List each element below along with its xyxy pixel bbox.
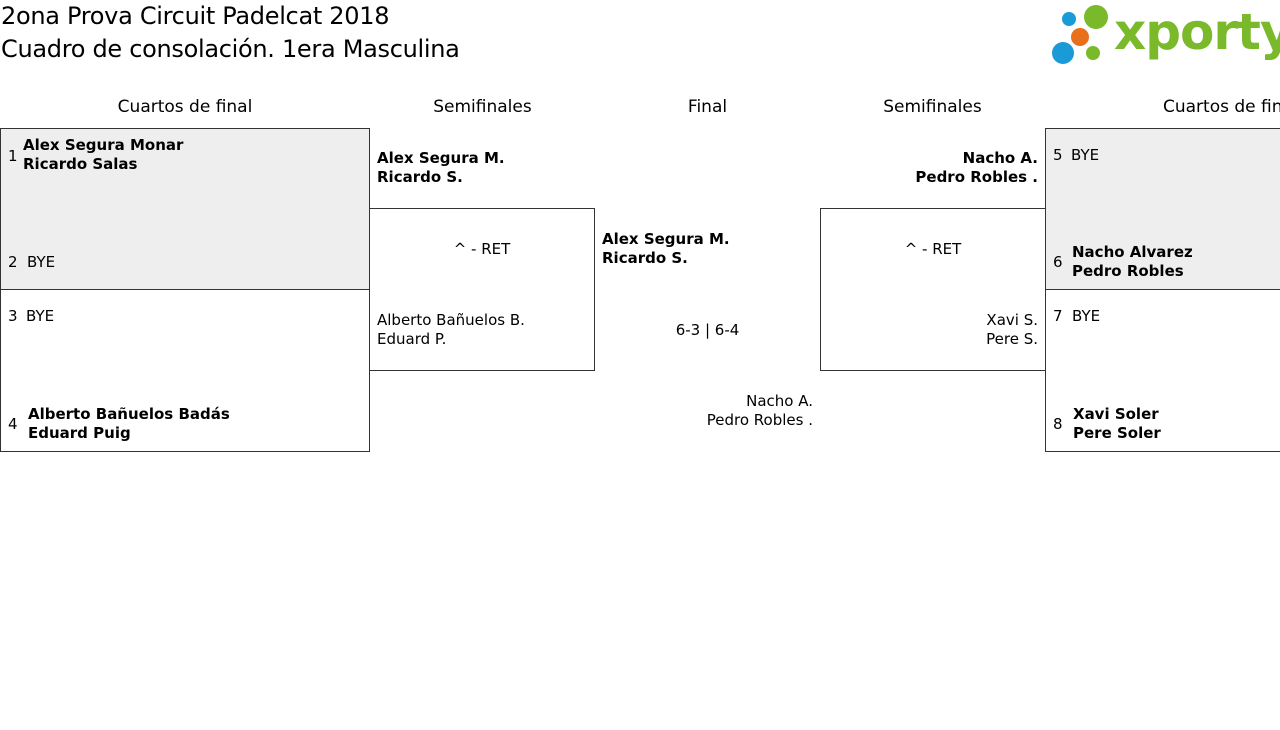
seed-number: 7: [1053, 307, 1063, 325]
final-score: 6-3 | 6-4: [675, 321, 740, 339]
right-sf-winner-player-2: Pedro Robles .: [915, 168, 1038, 186]
seed-number: 3: [8, 307, 18, 325]
right-qf-match-2[interactable]: 7 BYE 8 Xavi Soler Pere Soler: [1045, 289, 1280, 452]
logo-dot-blue-large: [1052, 42, 1074, 64]
page-title: 2ona Prova Circuit Padelcat 2018: [1, 2, 390, 30]
round-header-left-quarterfinals: Cuartos de final: [117, 97, 253, 117]
team-player-1: Alberto Bañuelos B.: [377, 311, 525, 329]
seed-number: 1: [8, 147, 18, 165]
final-runner-up-player-2: Pedro Robles .: [706, 411, 813, 429]
right-sf-match[interactable]: ^ - RET Xavi S. Pere S.: [820, 208, 1046, 371]
logo-dot-orange: [1071, 28, 1089, 46]
team-bye: BYE: [26, 307, 55, 325]
seed-number: 6: [1053, 253, 1063, 271]
final-winner-player-1: Alex Segura M.: [602, 230, 730, 248]
team-player-2: Ricardo Salas: [23, 155, 138, 173]
logo-dot-green: [1084, 5, 1108, 29]
right-sf-winner-player-1: Nacho A.: [962, 149, 1038, 167]
round-header-final: Final: [687, 97, 728, 117]
left-sf-winner-player-1: Alex Segura M.: [377, 149, 505, 167]
seed-number: 4: [8, 415, 18, 433]
match-score: ^ - RET: [453, 240, 511, 258]
seed-number: 5: [1053, 146, 1063, 164]
team-player-1: Xavi Soler: [1073, 405, 1159, 423]
logo-wordmark: xporty: [1114, 3, 1280, 61]
left-qf-match-1[interactable]: 1 Alex Segura Monar Ricardo Salas 2 BYE: [0, 128, 370, 290]
team-bye: BYE: [27, 253, 56, 271]
team-player-1: Xavi S.: [986, 311, 1038, 329]
seed-number: 2: [8, 253, 18, 271]
logo-dot-green-small: [1086, 46, 1100, 60]
left-sf-winner-player-2: Ricardo S.: [377, 168, 463, 186]
xporty-logo[interactable]: xporty: [1050, 2, 1280, 68]
final-winner-player-2: Ricardo S.: [602, 249, 688, 267]
round-header-right-semifinals: Semifinales: [883, 97, 982, 117]
page-subtitle: Cuadro de consolación. 1era Masculina: [1, 35, 460, 63]
left-qf-match-2[interactable]: 3 BYE 4 Alberto Bañuelos Badás Eduard Pu…: [0, 289, 370, 452]
logo-dot-blue: [1062, 12, 1076, 26]
team-player-1: Nacho Alvarez: [1072, 243, 1193, 261]
team-bye: BYE: [1072, 307, 1101, 325]
right-qf-match-1[interactable]: 5 BYE 6 Nacho Alvarez Pedro Robles: [1045, 128, 1280, 290]
team-player-2: Pedro Robles: [1072, 262, 1184, 280]
seed-number: 8: [1053, 415, 1063, 433]
team-bye: BYE: [1071, 146, 1100, 164]
team-player-1: Alex Segura Monar: [23, 136, 184, 154]
round-header-left-semifinals: Semifinales: [433, 97, 532, 117]
team-player-2: Pere Soler: [1073, 424, 1161, 442]
final-runner-up-player-1: Nacho A.: [746, 392, 813, 410]
team-player-2: Pere S.: [986, 330, 1038, 348]
team-player-1: Alberto Bañuelos Badás: [28, 405, 230, 423]
left-sf-match[interactable]: ^ - RET Alberto Bañuelos B. Eduard P.: [369, 208, 595, 371]
match-score: ^ - RET: [904, 240, 962, 258]
round-header-right-quarterfinals: Cuartos de final: [1163, 97, 1280, 117]
team-player-2: Eduard P.: [377, 330, 447, 348]
team-player-2: Eduard Puig: [28, 424, 131, 442]
